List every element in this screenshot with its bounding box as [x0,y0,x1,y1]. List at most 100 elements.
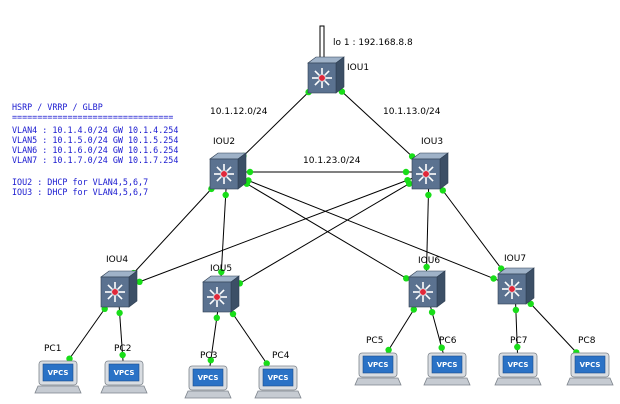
pc-screen [502,355,534,374]
pc-screen [262,368,294,387]
switch-iou5[interactable]: IOU5 [202,264,240,313]
pc-screen-text: VPCS [368,361,389,369]
link-iou3-iou4[interactable] [117,171,430,291]
switch-side-face [230,275,240,313]
switch-label: IOU1 [347,63,369,73]
link-label: 10.1.23.0/24 [303,156,361,166]
notes-separator: ================================ [12,112,173,122]
port-dot [514,343,521,351]
pc-label: PC6 [439,336,457,346]
link-label: 10.1.13.0/24 [383,107,441,117]
switch-iou6[interactable]: IOU6 [408,256,446,308]
switch-arrows-icon [105,282,125,302]
port-dot [66,355,73,362]
pc-screen [362,355,394,374]
port-dot [402,168,410,176]
notes-vlan-line: VLAN4 : 10.1.4.0/24 GW 10.1.4.254 [12,125,178,135]
notes-vlan-line: VLAN7 : 10.1.7.0/24 GW 10.1.7.254 [12,155,178,165]
loopback-bar [319,25,325,63]
pc-keyboard-icon [566,377,614,386]
switch-label: IOU6 [418,256,440,266]
switch-side-face [439,152,449,190]
link-labels-layer: 10.1.12.0/24 10.1.13.0/24 10.1.23.0/24 [210,107,441,166]
pc-screen [192,368,224,387]
notes-title: HSRP / VRRP / GLBP [12,102,103,112]
port-dot [425,191,432,199]
link-iou2-iou4[interactable] [117,171,228,291]
switch-iou1[interactable]: IOU1 [307,56,369,94]
port-dot [136,278,143,285]
notes-block: HSRP / VRRP / GLBP =====================… [12,102,178,197]
link-iou2-iou6[interactable] [226,171,427,291]
pc-screen [108,363,140,382]
switch-side-face [525,267,535,305]
port-dot [406,180,413,187]
switch-arrows-icon [413,282,433,302]
pc-screen [574,355,606,374]
switch-arrows-icon [207,287,227,307]
pc-label: PC3 [200,351,217,361]
pc-pc4[interactable]: VPCS PC4 [254,351,302,399]
port-dot [439,187,446,194]
switch-arrows-icon [502,279,522,299]
pc-screen-text: VPCS [508,361,529,369]
port-dot [218,268,225,276]
link-iou3-iou5[interactable] [219,171,430,296]
notes-vlan-line: VLAN5 : 10.1.5.0/24 GW 10.1.5.254 [12,135,178,145]
pc-screen-text: VPCS [437,361,458,369]
switch-arrows-icon [416,164,436,184]
port-dot [246,168,254,176]
switch-arrows-icon [214,164,234,184]
pc-keyboard-icon [34,385,82,394]
pc-pc5[interactable]: VPCS PC5 [354,336,402,386]
pc-keyboard-icon [100,385,148,394]
port-dot [385,346,392,354]
loopback-interface: lo 1 : 192.168.8.8 [319,25,413,63]
port-dot [207,357,214,364]
switch-label: IOU4 [106,255,128,265]
loopback-label: lo 1 : 192.168.8.8 [333,38,413,48]
port-dot [116,309,123,317]
link-iou3-iou6[interactable] [425,171,430,291]
switch-side-face [237,152,247,190]
switch-side-face [335,56,345,94]
pc-keyboard-icon [354,377,402,386]
port-dot [213,314,220,321]
port-dot [229,310,237,318]
port-dot [245,177,252,184]
notes-dhcp-line: IOU3 : DHCP for VLAN4,5,6,7 [12,187,148,197]
pc-keyboard-icon [494,377,542,386]
link-label: 10.1.12.0/24 [210,107,268,117]
pc-label: PC4 [272,351,290,361]
switch-iou4[interactable]: IOU4 [100,255,138,308]
port-dot [512,306,520,314]
pc-pc6[interactable]: VPCS PC6 [423,336,471,386]
switch-iou7[interactable]: IOU7 [497,254,535,305]
port-dot [490,275,497,282]
port-dot [410,306,417,313]
notes-dhcp-line: IOU2 : DHCP for VLAN4,5,6,7 [12,177,148,187]
port-dot [423,263,430,271]
switch-iou2[interactable]: IOU2 [209,137,247,190]
switch-iou3[interactable]: IOU3 [411,137,449,190]
switch-arrows-icon [312,68,332,88]
port-dot [403,275,410,282]
pc-label: PC2 [114,344,131,354]
pc-label: PC5 [366,336,383,346]
pc-screen-text: VPCS [48,369,69,377]
pc-screen [42,363,74,382]
link-iou2-iou7[interactable] [226,171,516,288]
port-dot [438,344,445,351]
pc-pc2[interactable]: VPCS PC2 [100,344,148,394]
pc-screen-text: VPCS [114,369,135,377]
pc-screen-text: VPCS [268,374,289,382]
pc-keyboard-icon [184,390,232,399]
switch-side-face [128,270,138,308]
